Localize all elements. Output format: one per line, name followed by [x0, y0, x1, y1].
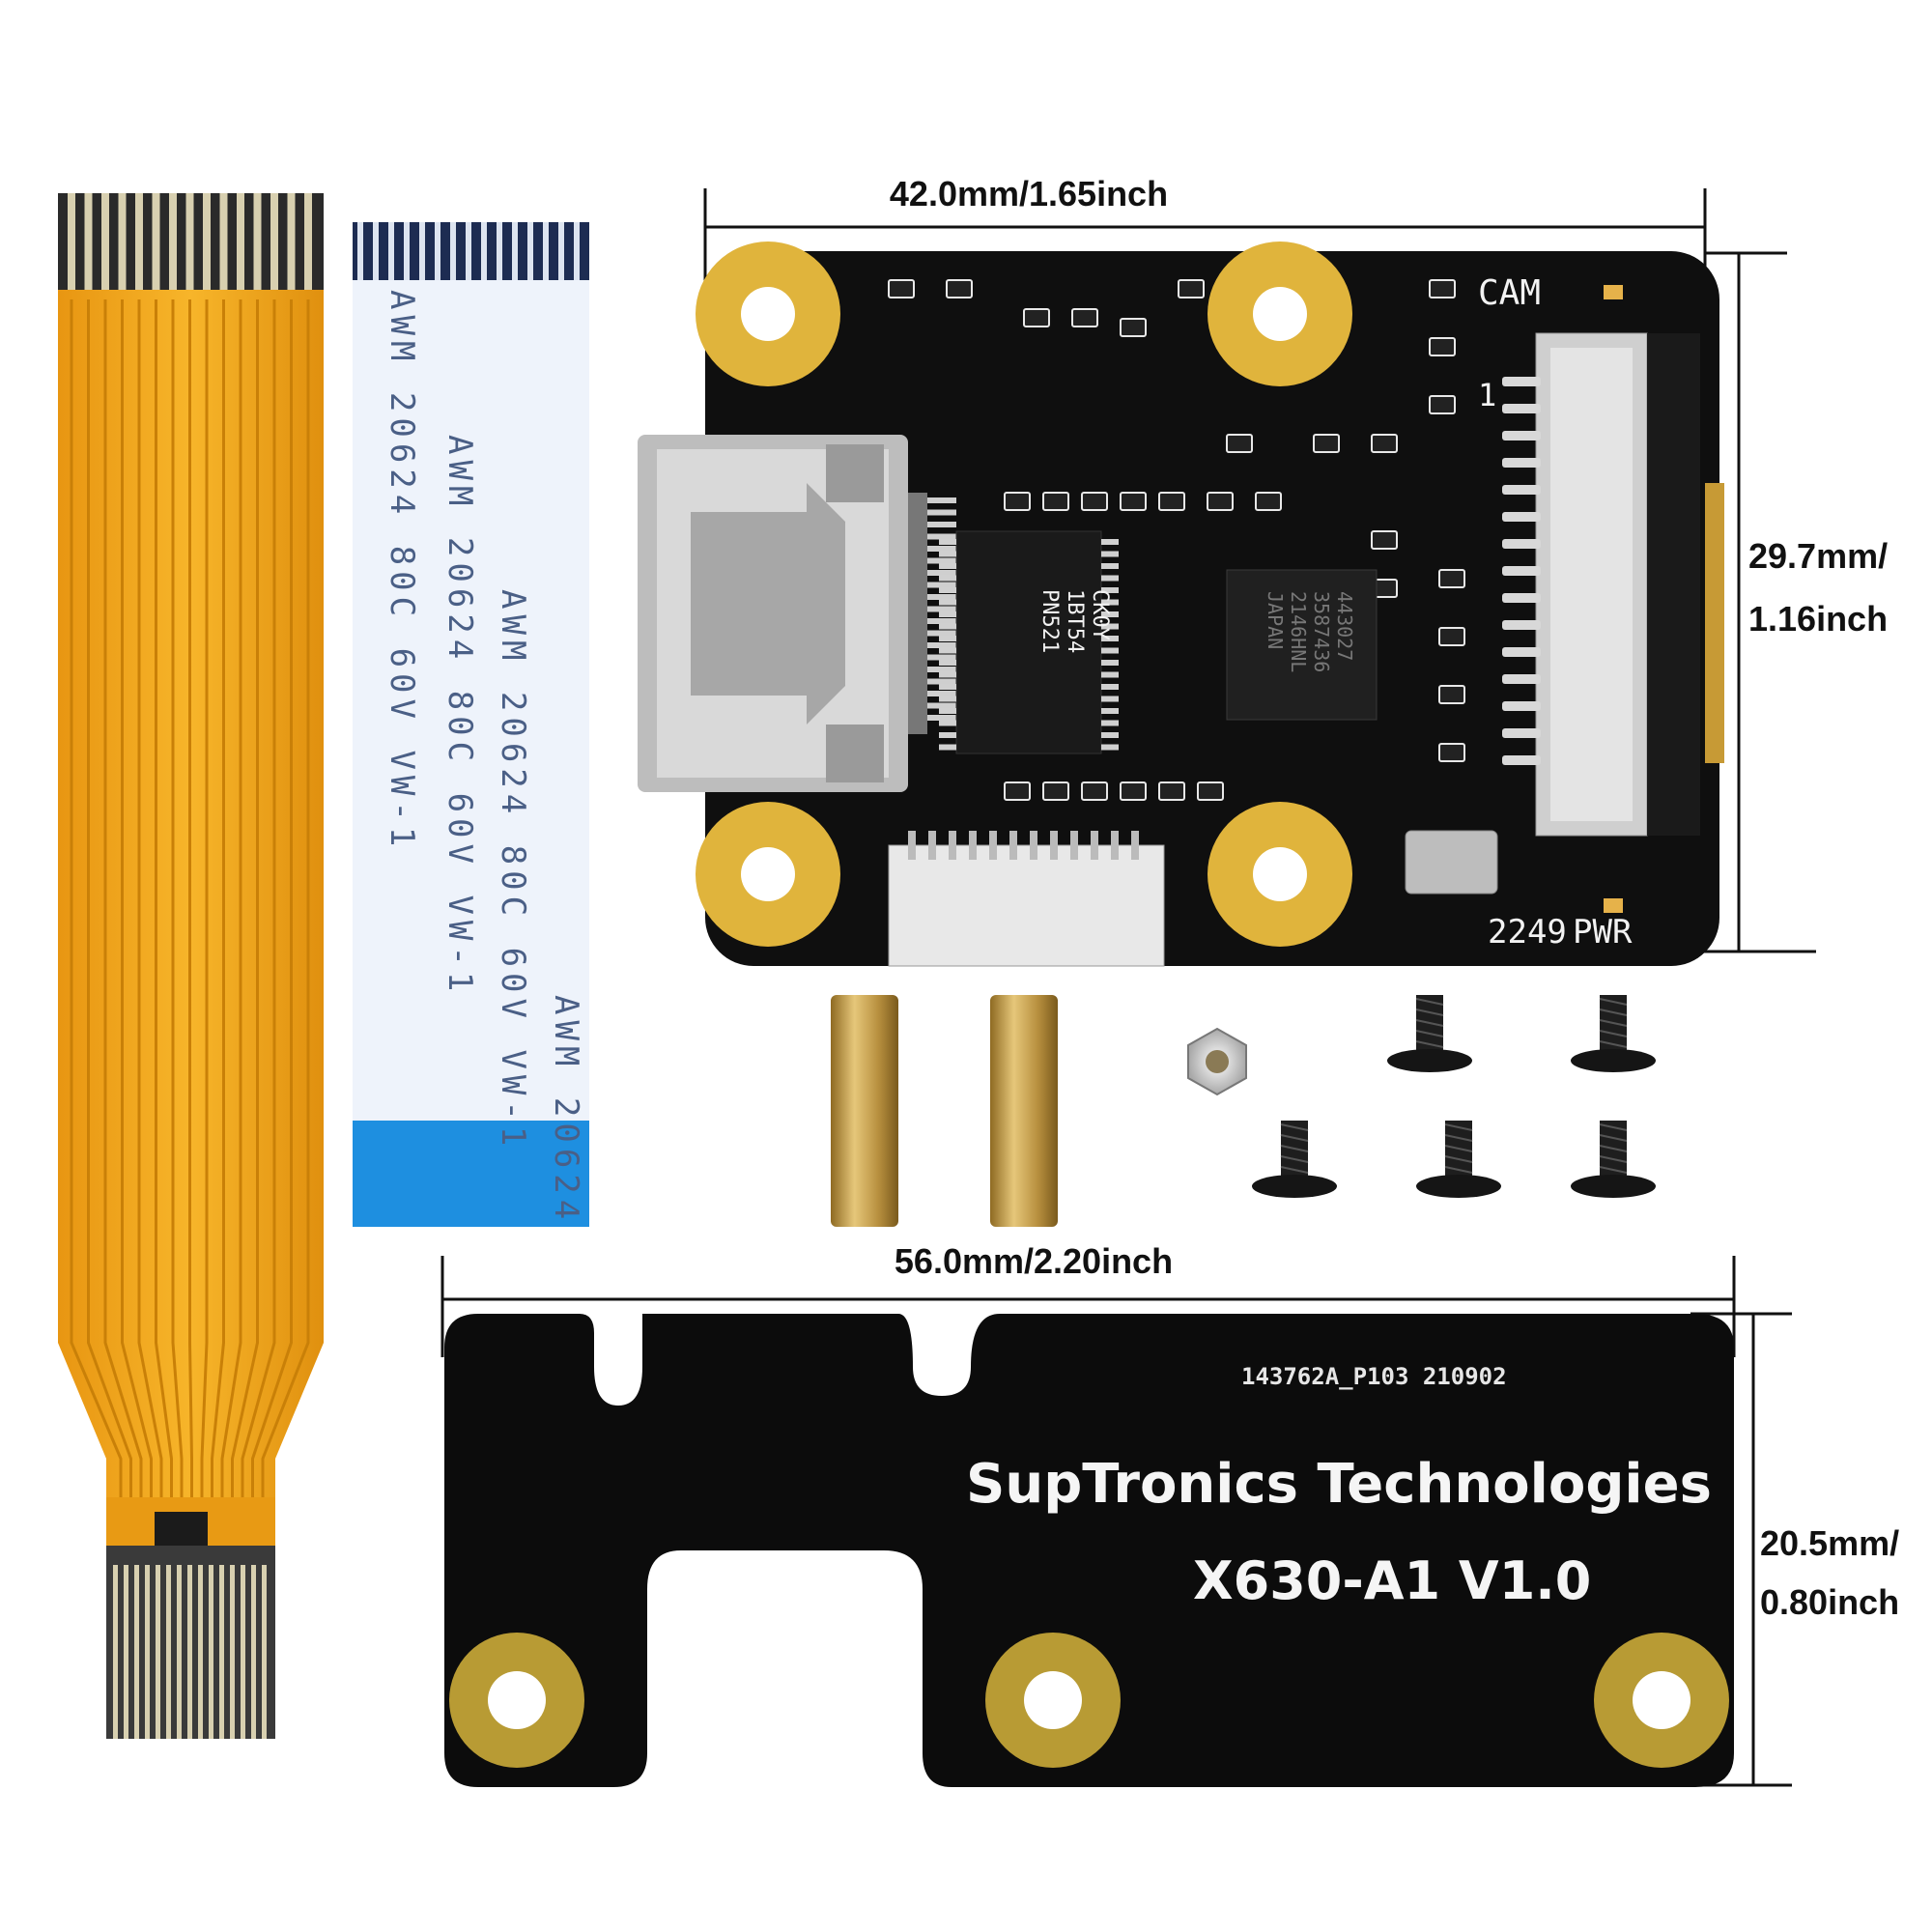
orange-flex-cable [58, 193, 324, 1739]
part-number: 143762A_P103 210902 [1241, 1363, 1507, 1390]
ribbon-print-4: AWM 20624 80C 60V VW-1 [547, 995, 585, 1227]
top-width-label: 42.0mm/1.65inch [889, 174, 1169, 213]
brass-standoff-2 [990, 995, 1058, 1227]
chip-left-line2: 1BT54 [1063, 589, 1087, 653]
ribbon-print-3: AWM 20624 80C 60V VW-1 [494, 589, 532, 1151]
model-name: X630-A1 V1.0 [1193, 1550, 1591, 1611]
adapter-board: 143762A_P103 210902 SupTronics Technolog… [444, 1314, 1734, 1787]
adapter-mounting-holes [449, 1633, 1729, 1768]
hdmi-connector-icon [638, 435, 927, 792]
cam-label: CAM [1478, 273, 1541, 313]
hex-nut [1187, 1027, 1247, 1096]
pin1-marker: 1 [1478, 377, 1496, 413]
chip-right-line1: 443027 [1333, 591, 1356, 661]
chip-right-line3: 2146HNL [1287, 591, 1310, 672]
chip-left-line3: CK0Y [1088, 589, 1112, 640]
main-board: PN521 1BT54 CK0Y 443027 3587436 2146HNL … [638, 242, 1724, 967]
maker-name: SupTronics Technologies [966, 1453, 1712, 1516]
bottom-height-label-2: 0.80inch [1760, 1582, 1900, 1622]
fpc-connector-icon [1502, 332, 1700, 837]
top-height-label-2: 1.16inch [1748, 599, 1889, 639]
chip-left-line1: PN521 [1037, 589, 1062, 653]
brass-standoff-1 [831, 995, 898, 1227]
hardware-kit [831, 995, 1656, 1227]
bridge-chip: PN521 1BT54 CK0Y [939, 530, 1119, 754]
csi-chip: 443027 3587436 2146HNL JAPAN [1226, 569, 1378, 721]
chip-right-line2: 3587436 [1310, 591, 1333, 672]
ribbon-print-2: AWM 20624 80C 60V VW-1 [440, 435, 479, 997]
ribbon-cable: AWM 20624 80C 60V VW-1 AWM 20624 80C 60V… [353, 222, 589, 1227]
ribbon-print-1: AWM 20624 80C 60V VW-1 [383, 290, 421, 852]
mounting-holes [696, 242, 1352, 947]
pwr-label: PWR [1573, 913, 1633, 952]
bottom-width-label: 56.0mm/2.20inch [894, 1241, 1174, 1281]
top-height-label-1: 29.7mm/ [1748, 536, 1889, 576]
bottom-height-label-1: 20.5mm/ [1760, 1523, 1900, 1563]
date-code: 2249 [1488, 913, 1567, 952]
chip-right-line4: JAPAN [1264, 591, 1287, 649]
